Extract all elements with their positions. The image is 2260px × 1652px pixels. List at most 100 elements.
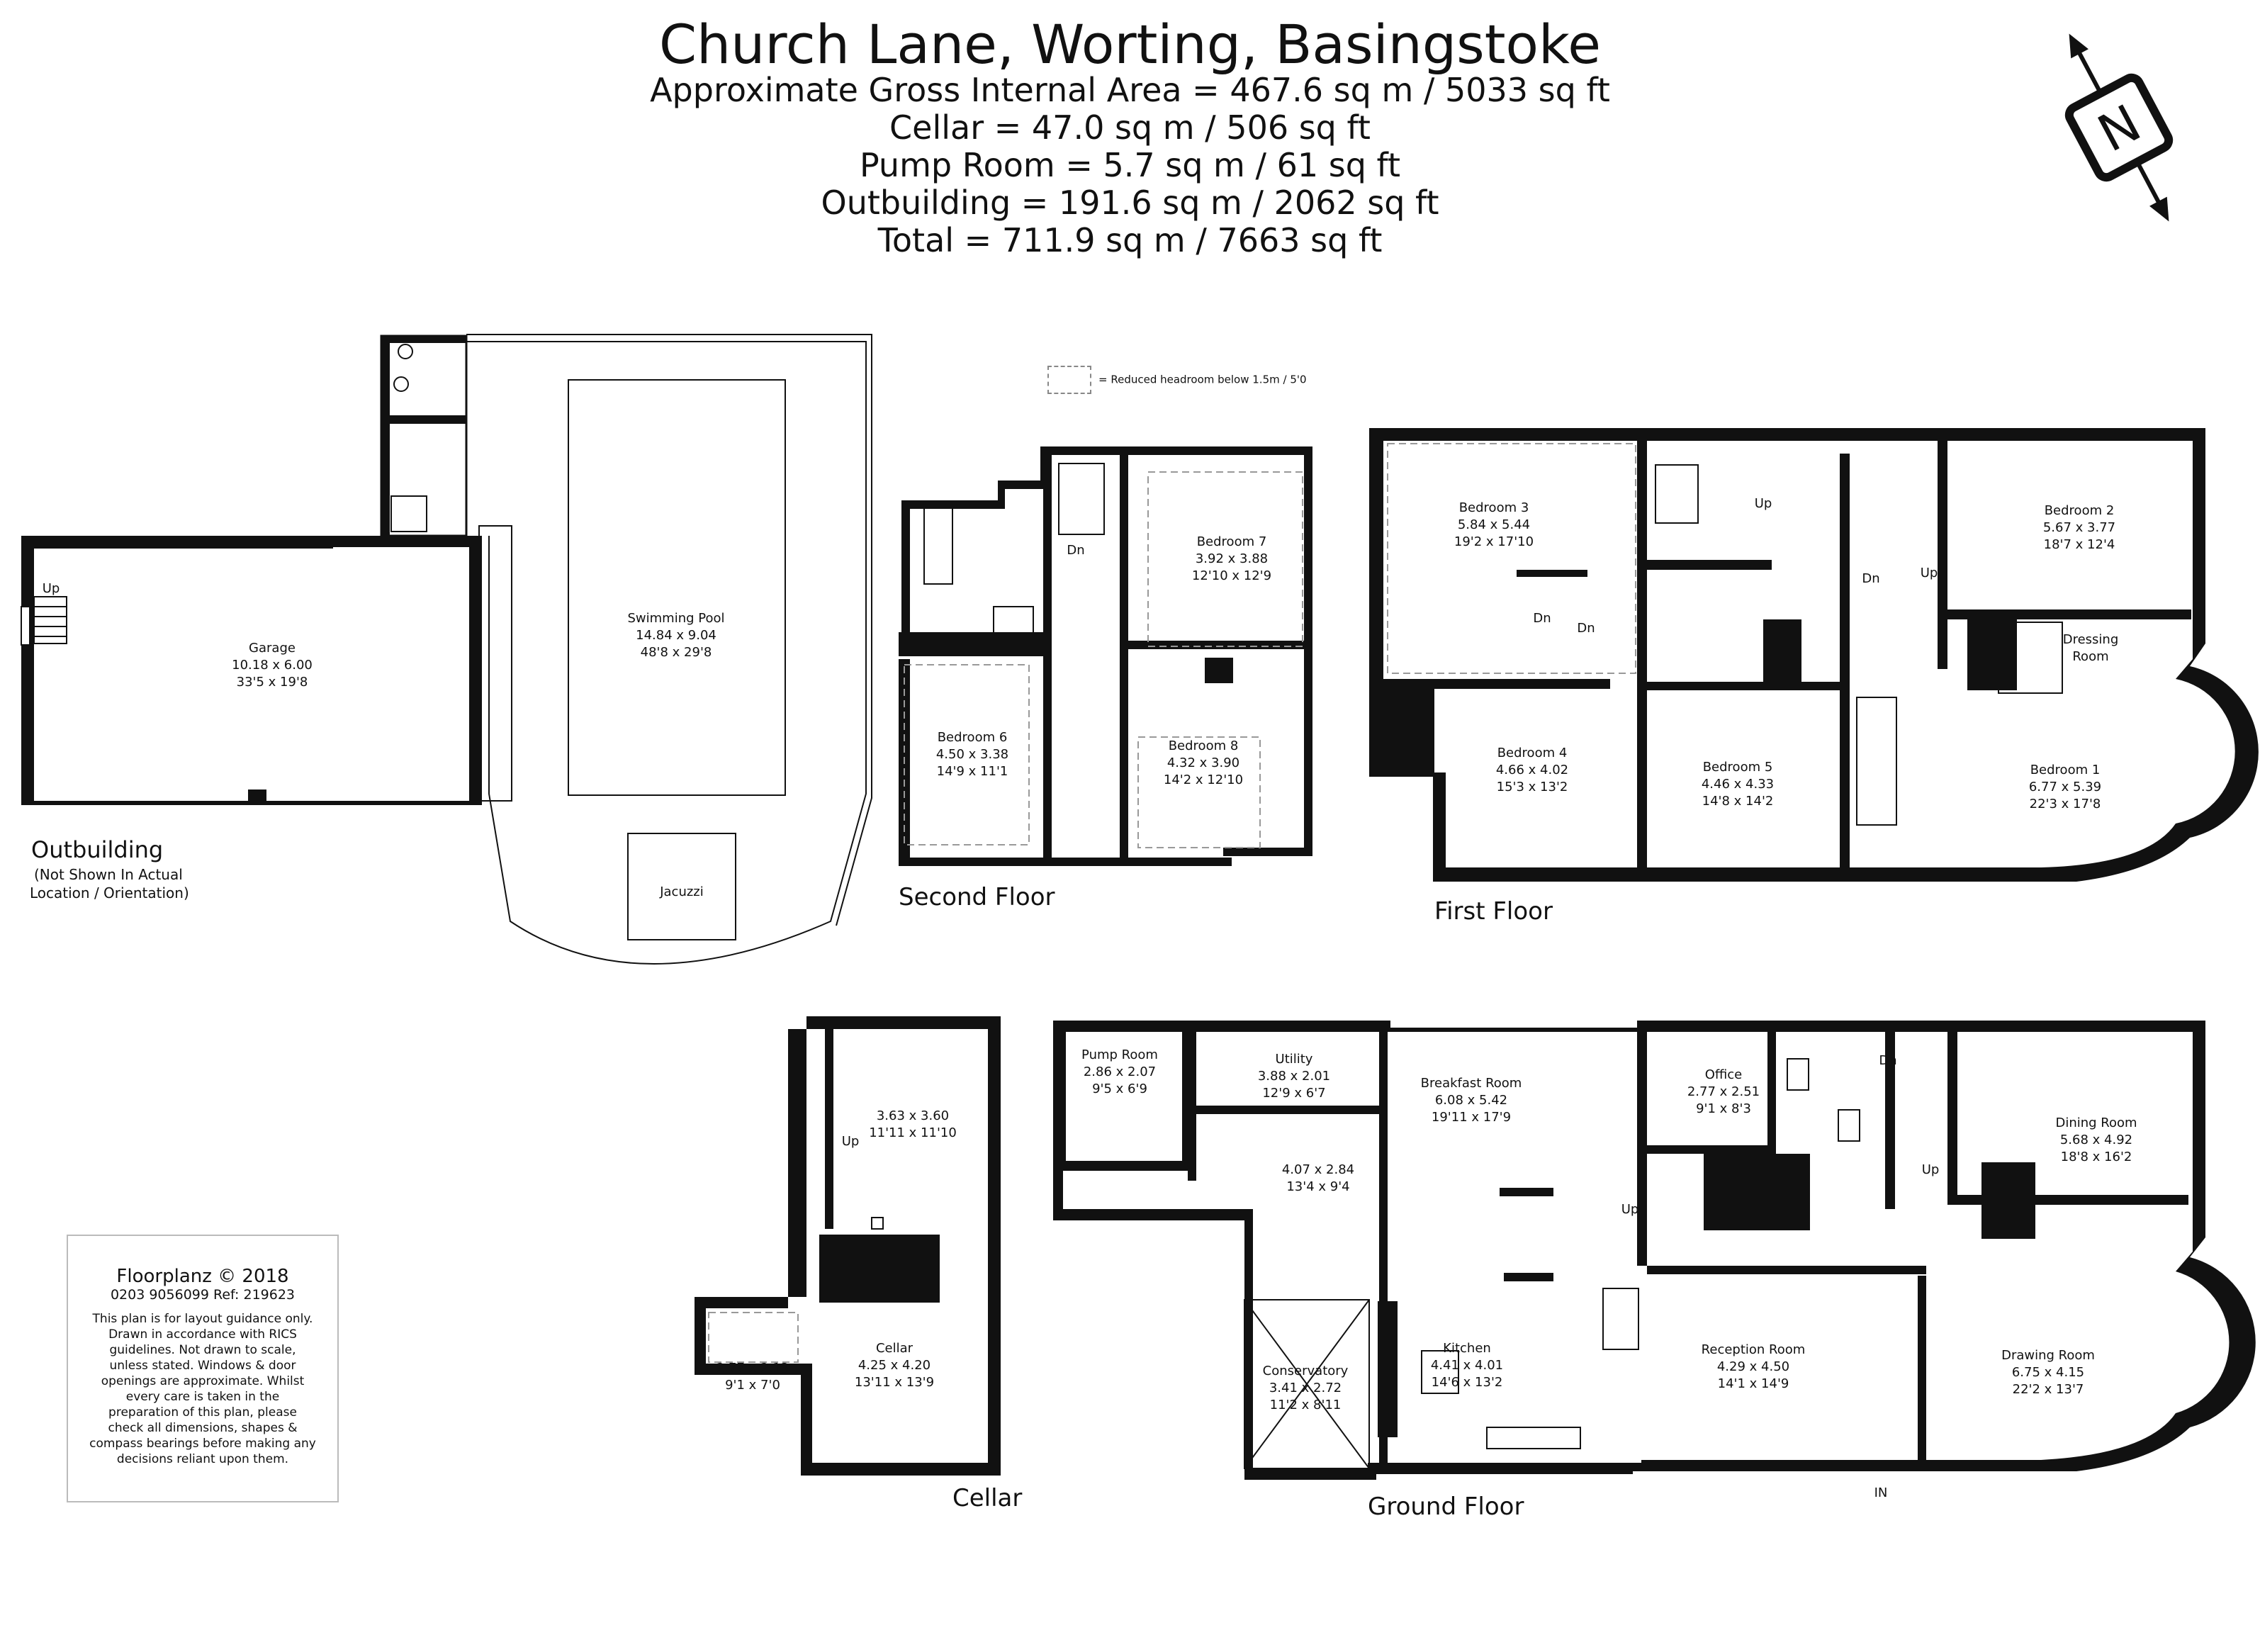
- credit-box: Floorplanz © 2018 0203 9056099 Ref: 2196…: [67, 1235, 339, 1502]
- cellar-metric: 4.25 x 4.20: [858, 1358, 931, 1373]
- first-floor-stair-down-1: Dn: [1533, 611, 1551, 626]
- credit-disclaimer: This plan is for layout guidance only. D…: [89, 1312, 316, 1466]
- bedroom5-name: Bedroom 5: [1703, 760, 1773, 775]
- bedroom3-imperial: 19'2 x 17'10: [1454, 534, 1534, 549]
- kitchen-metric: 4.41 x 4.01: [1431, 1358, 1503, 1373]
- bedroom1-metric: 6.77 x 5.39: [2029, 780, 2101, 794]
- conservatory-imperial: 11'2 x 8'11: [1270, 1398, 1342, 1412]
- first-floor-stair-down-2: Dn: [1577, 621, 1595, 636]
- pool-imperial: 48'8 x 29'8: [641, 645, 712, 660]
- cellar-a-metric: 3.63 x 3.60: [877, 1108, 949, 1123]
- bedroom6-metric: 4.50 x 3.38: [936, 747, 1008, 762]
- kitchen-name: Kitchen: [1443, 1341, 1491, 1356]
- bedroom5-metric: 4.46 x 4.33: [1702, 777, 1774, 792]
- caption-second-floor: Second Floor: [899, 883, 1055, 911]
- jacuzzi-name: Jacuzzi: [659, 884, 704, 899]
- first-floor-stair-up-1: Up: [1755, 496, 1772, 511]
- cellar-name: Cellar: [876, 1341, 913, 1356]
- drawing-name: Drawing Room: [2001, 1348, 2095, 1363]
- garage-name: Garage: [249, 641, 296, 656]
- breakfast-metric: 6.08 x 5.42: [1435, 1093, 1507, 1108]
- bedroom4-name: Bedroom 4: [1497, 746, 1568, 760]
- outbuilding-plan: Up: [21, 334, 872, 965]
- dashed-box-icon: [1047, 366, 1091, 394]
- bedroom1-name: Bedroom 1: [2030, 763, 2101, 777]
- credit-company: Floorplanz © 2018: [116, 1266, 289, 1287]
- utility-imperial: 12'9 x 6'7: [1262, 1086, 1325, 1101]
- bedroom3-name: Bedroom 3: [1459, 500, 1529, 515]
- headroom-key-text: = Reduced headroom below 1.5m / 5'0: [1098, 373, 1307, 386]
- office-metric: 2.77 x 2.51: [1687, 1084, 1760, 1099]
- bedroom4-metric: 4.66 x 4.02: [1496, 763, 1568, 777]
- office-imperial: 9'1 x 8'3: [1696, 1101, 1751, 1116]
- lobby-metric: 4.07 x 2.84: [1282, 1162, 1354, 1177]
- office-name: Office: [1705, 1067, 1743, 1082]
- caption-outbuilding-note-1: (Not Shown In Actual: [34, 866, 183, 883]
- north-arrow-icon: N: [2064, 33, 2174, 222]
- dressing-name: Dressing: [2063, 632, 2119, 647]
- bedroom2-metric: 5.67 x 3.77: [2043, 520, 2115, 535]
- utility-metric: 3.88 x 2.01: [1258, 1069, 1330, 1084]
- bedroom2-name: Bedroom 2: [2045, 503, 2115, 518]
- lobby-imperial: 13'4 x 9'4: [1286, 1179, 1349, 1194]
- garage-stair-up: Up: [43, 581, 60, 596]
- plan-title: Church Lane, Worting, Basingstoke: [658, 13, 1602, 76]
- bedroom6-imperial: 14'9 x 11'1: [937, 764, 1008, 779]
- breakfast-imperial: 19'11 x 17'9: [1432, 1110, 1511, 1125]
- bedroom7-name: Bedroom 7: [1197, 534, 1267, 549]
- cellar-b-imperial: 9'1 x 7'0: [725, 1378, 780, 1393]
- bedroom7-metric: 3.92 x 3.88: [1196, 551, 1268, 566]
- bedroom1-imperial: 22'3 x 17'8: [2030, 797, 2101, 811]
- ground-floor-stair-up-2: Up: [1922, 1162, 1940, 1177]
- dining-metric: 5.68 x 4.92: [2060, 1133, 2132, 1147]
- cellar-a-imperial: 11'11 x 11'10: [869, 1125, 957, 1140]
- area-outbuilding: Outbuilding = 191.6 sq m / 2062 sq ft: [821, 184, 1439, 222]
- area-pump-room: Pump Room = 5.7 sq m / 61 sq ft: [860, 146, 1400, 184]
- caption-outbuilding-note-2: Location / Orientation): [30, 884, 189, 901]
- cellar-plan: [695, 1016, 1001, 1476]
- conservatory-metric: 3.41 x 2.72: [1269, 1381, 1342, 1395]
- credit-reference: 0203 9056099 Ref: 219623: [110, 1287, 296, 1303]
- bedroom8-name: Bedroom 8: [1169, 738, 1239, 753]
- second-floor-plan: [899, 446, 1312, 866]
- bedroom7-imperial: 12'10 x 12'9: [1192, 568, 1271, 583]
- pool-metric: 14.84 x 9.04: [636, 628, 716, 643]
- bedroom4-imperial: 15'3 x 13'2: [1497, 780, 1568, 794]
- dining-name: Dining Room: [2055, 1116, 2137, 1130]
- pump-room-name: Pump Room: [1081, 1047, 1158, 1062]
- reception-imperial: 14'1 x 14'9: [1718, 1376, 1789, 1391]
- caption-ground-floor: Ground Floor: [1368, 1493, 1524, 1521]
- area-total-internal: Approximate Gross Internal Area = 467.6 …: [650, 71, 1610, 109]
- caption-first-floor: First Floor: [1434, 897, 1553, 926]
- second-floor-stair-down: Dn: [1067, 543, 1084, 558]
- garage-metric: 10.18 x 6.00: [232, 658, 313, 673]
- headroom-key: = Reduced headroom below 1.5m / 5'0: [1047, 366, 1307, 394]
- drawing-metric: 6.75 x 4.15: [2012, 1365, 2084, 1380]
- conservatory-name: Conservatory: [1263, 1364, 1349, 1378]
- bedroom8-imperial: 14'2 x 12'10: [1164, 772, 1243, 787]
- bedroom5-imperial: 14'8 x 14'2: [1702, 794, 1774, 809]
- reception-metric: 4.29 x 4.50: [1717, 1359, 1789, 1374]
- first-floor-stair-up-2: Up: [1921, 566, 1938, 580]
- breakfast-name: Breakfast Room: [1421, 1076, 1522, 1091]
- bedroom8-metric: 4.32 x 3.90: [1167, 755, 1239, 770]
- drawing-imperial: 22'2 x 13'7: [2013, 1382, 2084, 1397]
- pump-room-imperial: 9'5 x 6'9: [1092, 1081, 1147, 1096]
- first-floor-stair-down-3: Dn: [1862, 571, 1879, 586]
- dressing-name-2: Room: [2072, 649, 2108, 664]
- dining-imperial: 18'8 x 16'2: [2061, 1150, 2132, 1164]
- pump-room-metric: 2.86 x 2.07: [1084, 1064, 1156, 1079]
- bedroom3-metric: 5.84 x 5.44: [1458, 517, 1530, 532]
- ground-floor-stair-up-1: Up: [1621, 1202, 1639, 1217]
- cellar-imperial: 13'11 x 13'9: [855, 1375, 934, 1390]
- bedroom2-imperial: 18'7 x 12'4: [2044, 537, 2115, 552]
- first-floor-plan: [1369, 428, 2259, 882]
- pool-name: Swimming Pool: [627, 611, 724, 626]
- ground-floor-stair-down: Dn: [1879, 1053, 1896, 1068]
- area-total: Total = 711.9 sq m / 7663 sq ft: [877, 221, 1383, 259]
- area-cellar: Cellar = 47.0 sq m / 506 sq ft: [889, 108, 1371, 147]
- cellar-stair-up: Up: [842, 1134, 860, 1149]
- entrance-label: IN: [1874, 1485, 1888, 1500]
- caption-cellar: Cellar: [952, 1484, 1023, 1512]
